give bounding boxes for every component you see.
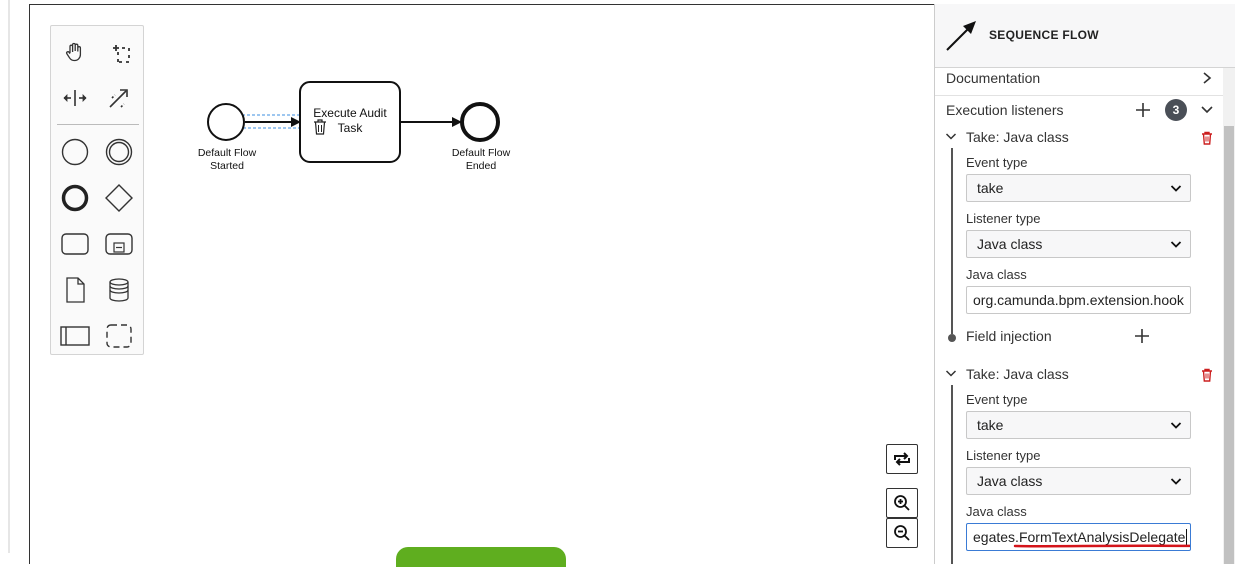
listener-1-event-type-label: Event type bbox=[966, 155, 1028, 170]
subprocess-tool-icon[interactable] bbox=[101, 226, 137, 262]
gateway-tool-icon[interactable] bbox=[101, 180, 137, 216]
pool-tool-icon[interactable] bbox=[57, 318, 93, 354]
sequence-flow-icon bbox=[946, 21, 976, 51]
end-event[interactable] bbox=[460, 102, 500, 142]
chevron-right-icon bbox=[1203, 72, 1212, 84]
listener-count-badge: 3 bbox=[1165, 99, 1187, 121]
lasso-tool-icon[interactable] bbox=[101, 34, 137, 70]
documentation-group-header[interactable]: Documentation bbox=[935, 68, 1223, 96]
select-chevron-icon bbox=[1170, 478, 1182, 485]
green-action-button[interactable] bbox=[396, 547, 566, 567]
add-field-injection-plus-icon[interactable] bbox=[1135, 329, 1149, 343]
left-border-line bbox=[8, 0, 10, 553]
listener-2-collapse-chevron-icon[interactable] bbox=[945, 369, 957, 379]
listener-1-tree-line bbox=[951, 148, 953, 334]
listener-1-event-type-select[interactable]: take bbox=[966, 174, 1191, 202]
zoom-in-icon bbox=[894, 495, 910, 511]
select-chevron-icon bbox=[1170, 185, 1182, 192]
listener-2-listener-type-select[interactable]: Java class bbox=[966, 467, 1191, 495]
data-object-tool-icon[interactable] bbox=[57, 272, 93, 308]
bpmn-diagram bbox=[207, 81, 500, 163]
listener-1-listener-type-select[interactable]: Java class bbox=[966, 230, 1191, 258]
panel-title: SEQUENCE FLOW bbox=[989, 28, 1099, 42]
listener-2-tree-line bbox=[951, 385, 953, 564]
documentation-label: Documentation bbox=[946, 70, 1041, 86]
task-execute-audit[interactable] bbox=[299, 81, 401, 163]
end-event-label: Default Flow Ended bbox=[451, 147, 511, 172]
palette-separator bbox=[57, 124, 139, 125]
end-event-tool-icon[interactable] bbox=[57, 180, 93, 216]
chevron-down-icon[interactable] bbox=[1200, 105, 1214, 115]
listener-2-java-class-label: Java class bbox=[966, 504, 1027, 519]
listener-2-event-type-label: Event type bbox=[966, 392, 1028, 407]
trash-icon[interactable] bbox=[312, 118, 328, 136]
listener-1-delete-icon[interactable] bbox=[1201, 131, 1213, 145]
panel-scrollbar-thumb[interactable] bbox=[1224, 126, 1234, 564]
space-tool-icon[interactable] bbox=[57, 80, 93, 116]
task-label: Execute Audit Task bbox=[313, 106, 387, 135]
highlighted-class-name: FormTextAnalysisDelegate bbox=[1013, 529, 1190, 548]
listener-2-delete-icon[interactable] bbox=[1201, 368, 1213, 382]
listener-1-collapse-chevron-icon[interactable] bbox=[945, 132, 957, 142]
select-chevron-icon bbox=[1170, 422, 1182, 429]
listener-2-event-type-select[interactable]: take bbox=[966, 411, 1191, 439]
global-connect-tool-icon[interactable] bbox=[101, 80, 137, 116]
data-store-tool-icon[interactable] bbox=[101, 272, 137, 308]
start-event[interactable] bbox=[207, 103, 245, 141]
zoom-out-button[interactable] bbox=[886, 518, 918, 548]
red-underline-annotation bbox=[1013, 544, 1190, 548]
execution-listeners-label: Execution listeners bbox=[946, 102, 1064, 118]
listener-2-java-class-input[interactable]: egates.FormTextAnalysisDelegate bbox=[966, 523, 1191, 551]
field-injection-label: Field injection bbox=[966, 328, 1052, 344]
group-tool-icon[interactable] bbox=[101, 318, 137, 354]
panel-header: SEQUENCE FLOW bbox=[935, 4, 1235, 68]
listener-1-listener-type-label: Listener type bbox=[966, 211, 1041, 226]
zoom-in-button[interactable] bbox=[886, 488, 918, 518]
listener-2-listener-type-label: Listener type bbox=[966, 448, 1041, 463]
listener-1-title: Take: Java class bbox=[966, 129, 1069, 145]
listener-1-java-class-label: Java class bbox=[966, 267, 1027, 282]
listener-2-title: Take: Java class bbox=[966, 366, 1069, 382]
listener-1-java-class-input[interactable]: org.camunda.bpm.extension.hook bbox=[966, 286, 1191, 314]
repeat-icon bbox=[894, 452, 910, 466]
intermediate-event-tool-icon[interactable] bbox=[101, 134, 137, 170]
start-event-label: Default Flow Started bbox=[197, 147, 257, 172]
add-listener-plus-icon[interactable] bbox=[1136, 103, 1150, 117]
toggle-minimap-button[interactable] bbox=[886, 444, 918, 474]
zoom-out-icon bbox=[894, 525, 910, 541]
select-chevron-icon bbox=[1170, 241, 1182, 248]
start-event-tool-icon[interactable] bbox=[57, 134, 93, 170]
hand-tool-icon[interactable] bbox=[57, 34, 93, 70]
tool-palette bbox=[50, 25, 144, 355]
properties-panel: SEQUENCE FLOW Documentation Execution li… bbox=[934, 4, 1235, 564]
text-cursor bbox=[1186, 529, 1188, 545]
field-injection-tree-dot bbox=[948, 334, 956, 342]
task-tool-icon[interactable] bbox=[57, 226, 93, 262]
